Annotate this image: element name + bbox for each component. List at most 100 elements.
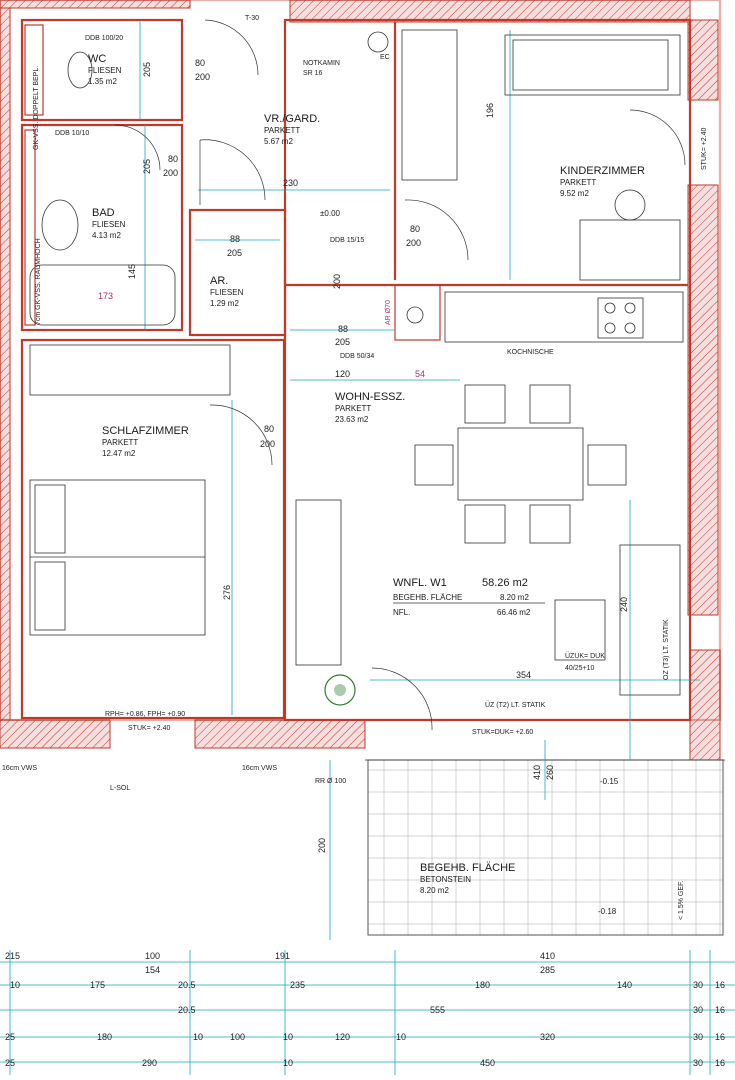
room-floor: FLIESEN: [92, 220, 126, 229]
dim-text: 180: [97, 1032, 112, 1042]
ec-label: EC: [380, 54, 390, 61]
dimension-values: 205 80 200 205 80 200 145 173 88 205 230…: [98, 58, 629, 853]
dim-text: 88: [230, 234, 240, 244]
dim-text: 30: [693, 980, 703, 990]
dim-text: 200: [332, 274, 342, 289]
room-name: SCHLAFZIMMER: [102, 425, 189, 437]
interior-walls: [0, 0, 722, 722]
dim-text: 30: [693, 1058, 703, 1068]
dim-text: 410: [540, 951, 555, 961]
doors: [114, 19, 686, 731]
room-floor: PARKETT: [102, 438, 138, 447]
begehb-value: 8.20 m2: [500, 593, 529, 602]
dimension-lines: [0, 20, 735, 1075]
t30-label: T-30: [245, 15, 259, 22]
level-label: -0.18: [598, 907, 617, 916]
begehb-label: BEGEHB. FLÄCHE: [393, 593, 462, 602]
ddb-label: DDB 10/10: [55, 130, 89, 137]
sr-label: SR 16: [303, 70, 323, 77]
dim-text: 205: [335, 337, 350, 347]
dim-text: 100: [230, 1032, 245, 1042]
level-label: ±0.00: [320, 209, 341, 218]
vws-label: 16cm VWS: [2, 765, 37, 772]
room-name: AR.: [210, 275, 228, 287]
dim-text: 173: [98, 291, 113, 301]
rph-label: RPH= +0.86, FPH= +0.90: [105, 711, 185, 718]
dim-text: 140: [617, 980, 632, 990]
room-area: 1.29 m2: [210, 299, 239, 308]
nfl-label: NFL.: [393, 608, 410, 617]
dim-text: 30: [693, 1005, 703, 1015]
room-floor: PARKETT: [335, 404, 371, 413]
dim-text: 100: [145, 951, 160, 961]
room-name: WOHN-ESSZ.: [335, 391, 405, 403]
room-floor: FLIESEN: [210, 288, 244, 297]
ar-label: AR Ø70: [385, 300, 392, 325]
notkamin-label: NOTKAMIN: [303, 60, 340, 67]
dim-text: 175: [90, 980, 105, 990]
annotations: T-30 DDB 100/20 DDB 10/10 DDB 15/15 DDB …: [2, 15, 708, 920]
dim-text: 276: [222, 585, 232, 600]
room-name: WC: [88, 53, 106, 65]
dim-text: 285: [540, 965, 555, 975]
dim-text: 196: [485, 103, 495, 118]
kochnische-label: KOCHNISCHE: [507, 349, 554, 356]
dim-text: 80: [195, 58, 205, 68]
terrace: [365, 759, 725, 936]
dim-text: 25: [5, 1032, 15, 1042]
stuk-duk: STUK=DUK= +2.60: [472, 729, 533, 736]
dim-text: 450: [480, 1058, 495, 1068]
dimension-chain-5: 25 290 10 450 30 16: [5, 1058, 725, 1068]
lsol-label: L-SOL: [110, 785, 130, 792]
dim-text: 25: [5, 1058, 15, 1068]
dim-text: 410: [532, 765, 542, 780]
dim-text: 88: [338, 324, 348, 334]
dim-text: 30: [693, 1032, 703, 1042]
wnfl-value: 58.26 m2: [482, 577, 528, 589]
dim-text: 10: [193, 1032, 203, 1042]
dim-text: 205: [142, 62, 152, 77]
room-kinder: KINDERZIMMER PARKETT 9.52 m2: [560, 165, 645, 198]
uz-statik: ÜZ (T2) LT. STATIK: [485, 701, 546, 709]
stuk-label: STUK= +2.40: [701, 127, 708, 170]
room-floor: PARKETT: [264, 126, 300, 135]
dimension-chain-3: 20.5 555 30 16: [178, 1005, 725, 1015]
room-ar: AR. FLIESEN 1.29 m2: [210, 275, 244, 308]
room-floor: BETONSTEIN: [420, 875, 471, 884]
dim-text: 191: [275, 951, 290, 961]
dim-text: 10: [283, 1058, 293, 1068]
dim-text: 10: [10, 980, 20, 990]
room-floor: FLIESEN: [88, 66, 122, 75]
room-area: 23.63 m2: [335, 415, 369, 424]
dim-text: 10: [396, 1032, 406, 1042]
dim-text: 205: [142, 159, 152, 174]
room-name: BAD: [92, 207, 115, 219]
room-area: 8.20 m2: [420, 886, 449, 895]
room-vr: VR./GARD. PARKETT 5.67 m2: [264, 113, 320, 146]
dim-text: 200: [317, 838, 327, 853]
wnfl-label: WNFL. W1: [393, 577, 447, 589]
dim-text: 120: [335, 1032, 350, 1042]
nfl-value: 66.46 m2: [497, 608, 531, 617]
room-name: VR./GARD.: [264, 113, 320, 125]
exterior-walls: [0, 0, 721, 761]
room-begehb: BEGEHB. FLÄCHE BETONSTEIN 8.20 m2: [420, 862, 515, 895]
room-name: BEGEHB. FLÄCHE: [420, 862, 515, 874]
dim-text: 555: [430, 1005, 445, 1015]
dim-text: 145: [127, 264, 137, 279]
dim-text: 260: [545, 765, 555, 780]
room-wohn: WOHN-ESSZ. PARKETT 23.63 m2: [335, 391, 405, 424]
dim-text: 230: [283, 178, 298, 188]
room-bad: BAD FLIESEN 4.13 m2: [92, 207, 126, 240]
dim-text: 215: [5, 951, 20, 961]
dim-text: 290: [142, 1058, 157, 1068]
dim-text: 180: [475, 980, 490, 990]
dim-text: 54: [415, 369, 425, 379]
dim-text: 16: [715, 1032, 725, 1042]
dim-text: 16: [715, 1058, 725, 1068]
dim-text: 200: [163, 168, 178, 178]
dim-text: 154: [145, 965, 160, 975]
furniture: [29, 29, 684, 706]
